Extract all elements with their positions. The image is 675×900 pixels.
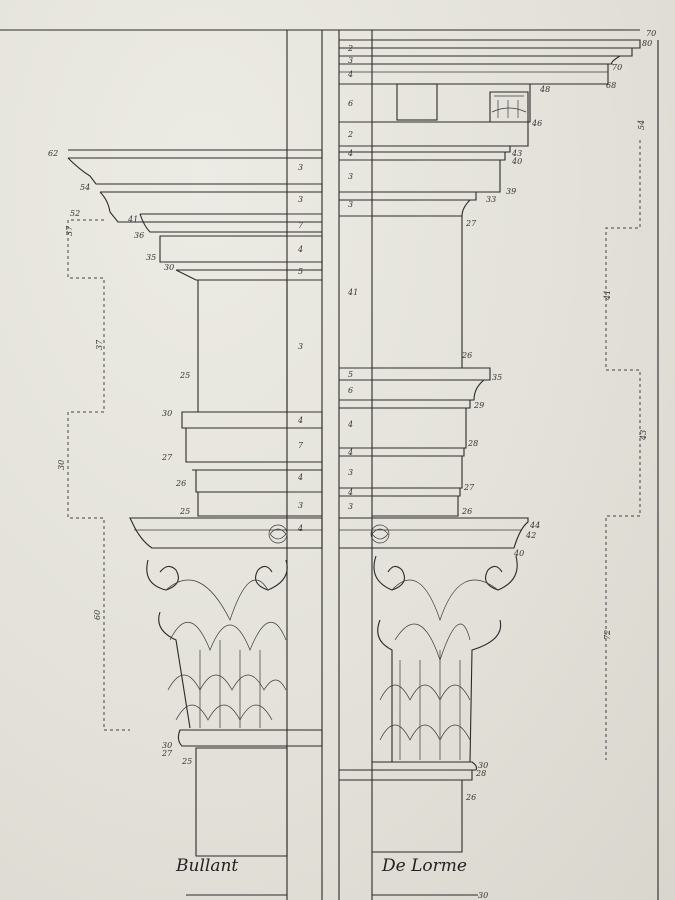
height-mark: 43 (639, 430, 648, 441)
height-mark: 37 (95, 339, 104, 350)
dimension-number: 70 (612, 63, 622, 72)
scale-figure: 3 (298, 163, 303, 172)
right-height-staircase (605, 140, 641, 760)
central-scale-left-figures: 3 3 7 4 5 3 4 7 4 3 4 (297, 163, 304, 533)
dimension-number: 27 (161, 749, 173, 758)
scale-figure: 4 (347, 488, 353, 497)
dimension-number: 26 (461, 351, 472, 360)
dimension-number: 48 (539, 85, 550, 94)
scale-figure: 3 (348, 468, 353, 477)
height-mark: 60 (93, 610, 102, 620)
scale-figure: 4 (347, 149, 353, 158)
scale-figure: 4 (297, 416, 303, 425)
dimension-number: 54 (80, 183, 90, 192)
caption-de-lorme: De Lorme (382, 856, 467, 876)
dimension-number: 40 (513, 549, 524, 558)
caption-bullant: Bullant (176, 856, 239, 876)
dimension-number: 40 (511, 157, 522, 166)
scale-figure: 5 (298, 267, 303, 276)
dimension-number: 35 (146, 253, 156, 262)
dimension-number: 27 (463, 483, 475, 492)
scale-figure: 3 (348, 502, 353, 511)
dimension-number: 44 (529, 521, 540, 530)
scale-figure: 4 (347, 420, 353, 429)
dimension-number: 25 (181, 757, 192, 766)
dimension-number: 30 (162, 409, 172, 418)
scale-figure: 7 (298, 221, 304, 230)
dimension-number: 62 (48, 149, 58, 158)
dimension-number: 70 (646, 29, 656, 38)
scale-figure: 3 (298, 342, 303, 351)
scale-figure: 3 (348, 172, 353, 181)
right-entablature (339, 39, 641, 517)
dimension-number: 43 (511, 149, 522, 158)
scale-figure: 3 (298, 195, 303, 204)
dimension-number: 27 (161, 453, 173, 462)
dimension-number: 30 (162, 741, 172, 750)
scale-figure: 4 (347, 448, 353, 457)
dimension-number: 80 (642, 39, 652, 48)
dimension-number: 25 (179, 371, 190, 380)
left-height-staircase (67, 219, 130, 731)
height-mark: 54 (637, 120, 646, 130)
height-mark: 30 (57, 460, 66, 470)
dimension-number: 30 (478, 761, 488, 770)
scale-figure: 4 (297, 245, 303, 254)
scale-figure: 3 (348, 200, 353, 209)
scale-figure: 4 (297, 524, 303, 533)
scale-figure: 5 (348, 370, 353, 379)
dimension-number: 26 (175, 479, 186, 488)
dimension-number: 25 (179, 507, 190, 516)
dimension-number: 29 (473, 401, 484, 410)
left-corinthian-capital (129, 517, 323, 896)
dimension-number: 42 (525, 531, 536, 540)
dimension-number: 41 (127, 215, 138, 224)
central-scale-right-figures: 2 3 4 6 2 4 3 3 41 5 6 4 4 3 4 3 (347, 44, 358, 511)
dimension-number: 68 (606, 81, 616, 90)
scale-figure: 6 (348, 99, 353, 108)
right-dimension-numbers: 7080706848464340393327263529282726444240… (461, 29, 656, 900)
scale-figure: 4 (347, 70, 353, 79)
scale-figure: 2 (347, 130, 353, 139)
dimension-number: 39 (506, 187, 516, 196)
left-entablature (67, 149, 323, 517)
dimension-number: 33 (486, 195, 496, 204)
dimension-number: 26 (461, 507, 472, 516)
dimension-number: 28 (467, 439, 478, 448)
height-mark: 41 (603, 290, 612, 301)
height-mark: 72 (603, 630, 612, 640)
scale-figure: 3 (348, 56, 353, 65)
scale-figure: 2 (347, 44, 353, 53)
central-measuring-column (286, 30, 373, 900)
scale-figure: 4 (297, 473, 303, 482)
central-scale-rules (287, 39, 372, 519)
scale-figure: 3 (298, 501, 303, 510)
dimension-number: 36 (134, 231, 144, 240)
dimension-number: 30 (478, 891, 488, 900)
dimension-number: 52 (70, 209, 80, 218)
dimension-number: 30 (164, 263, 174, 272)
dimension-number: 46 (531, 119, 542, 128)
scale-figure: 6 (348, 386, 353, 395)
dimension-number: 27 (465, 219, 477, 228)
height-mark: 37 (65, 225, 74, 236)
dimension-number: 26 (465, 793, 476, 802)
dimension-number: 28 (475, 769, 486, 778)
scale-figure: 41 (347, 288, 358, 297)
right-corinthian-capital (339, 517, 529, 896)
dimension-number: 35 (492, 373, 502, 382)
scale-figure: 7 (298, 441, 304, 450)
